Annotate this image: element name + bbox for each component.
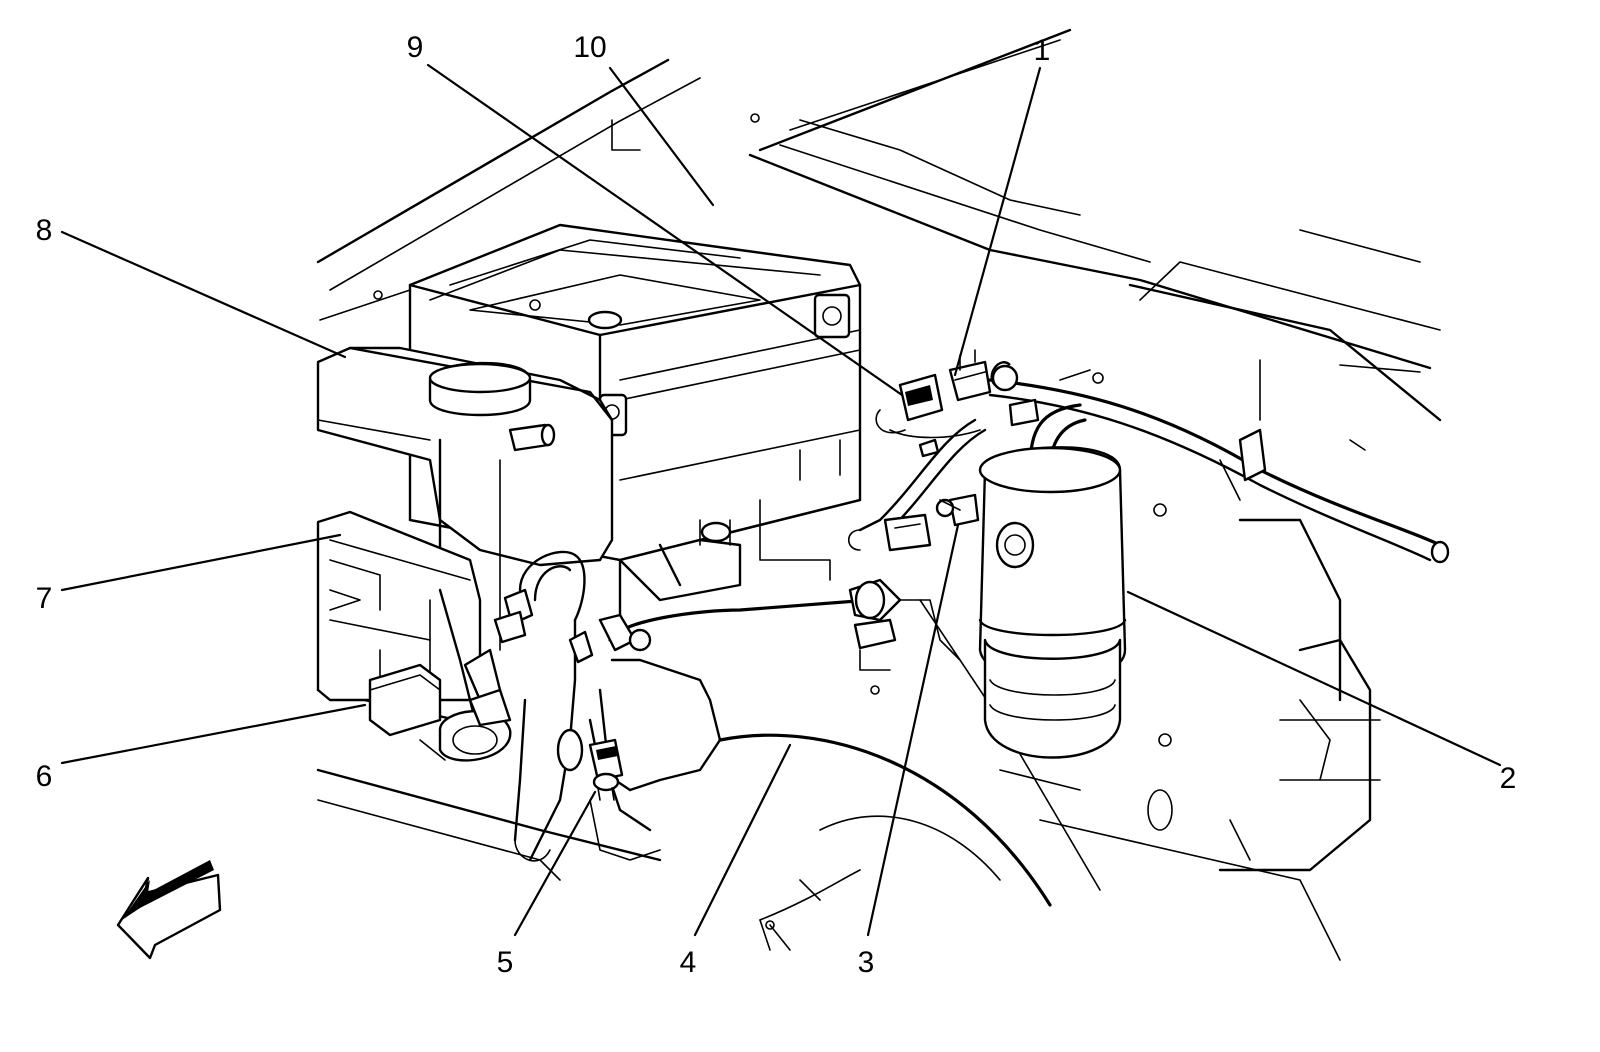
body-structure [316,28,1442,961]
callout-3: 3 [858,946,875,979]
leader-10 [608,66,715,207]
leader-lines [60,63,1502,937]
leader-4 [693,743,792,937]
callout-5: 5 [497,946,514,979]
callout-2: 2 [1500,762,1517,795]
callout-1: 1 [1034,34,1051,67]
callout-labels: 1 2 3 4 5 6 7 8 9 10 [36,31,1517,979]
callout-4: 4 [680,946,697,979]
washer-reservoir-area [316,510,482,742]
control-module [368,648,512,762]
front-arrow-icon [116,860,222,960]
pressure-switch-connector [588,738,624,801]
callout-7: 7 [36,582,53,615]
callout-9: 9 [407,31,424,64]
leader-5 [513,790,597,937]
connector-1 [948,349,992,402]
upper-harness [988,359,1450,564]
leader-7 [60,533,342,592]
wiring-harness [493,550,961,862]
callout-8: 8 [36,214,53,247]
leader-6 [60,703,367,765]
leader-3 [866,523,960,937]
lower-harness [847,398,1040,552]
leader-1 [953,66,1042,377]
leader-8 [60,230,347,359]
leader-2 [1126,590,1502,767]
callout-6: 6 [36,760,53,793]
accumulator [935,403,1127,759]
connector-9 [875,373,981,458]
callout-10: 10 [573,31,606,64]
leader-9 [426,63,904,397]
